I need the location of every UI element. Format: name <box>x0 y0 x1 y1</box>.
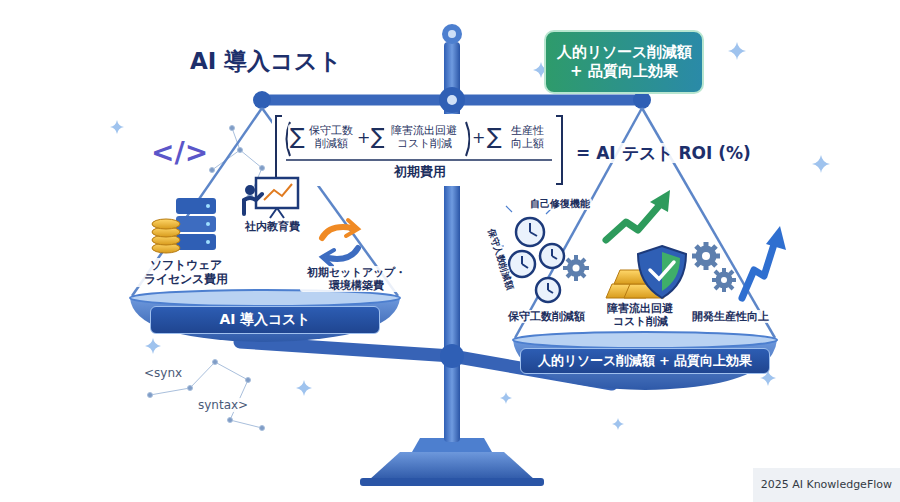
formula-term: 保守工数 削減額 <box>305 124 357 150</box>
code-decoration: syntax> <box>196 398 250 412</box>
summary-badge: 人的リソース削減額 + 品質向上効果 <box>544 30 704 94</box>
feature-label: 自己修復機能 <box>528 198 592 210</box>
formula-denominator: 初期費用 <box>392 164 448 180</box>
footer-credit: 2025 AI KnowledgeFlow <box>753 468 900 502</box>
roi-result: = AI テスト ROI (%) <box>574 143 753 163</box>
cost-item-label: 社内教育費 <box>243 220 302 233</box>
cost-item-label: ソフトウェア ライセンス費用 <box>134 258 238 287</box>
formula-term: 生産性 向上額 <box>505 124 549 150</box>
benefit-item-label: 障害流出回避 コスト削減 <box>595 302 685 328</box>
sum-symbol: ∑ <box>485 124 504 150</box>
cost-item-label: 初期セットアップ・ 環境構築費 <box>300 266 412 292</box>
node-text: 人的リソース削減額 + 品質向上効果 <box>554 43 694 81</box>
benefit-pan-band: 人的リソース削減額 + 品質向上効果 <box>520 348 770 374</box>
node-text: 人的リソース削減額 + 品質向上効果 <box>538 353 753 369</box>
sum-symbol: ∑ <box>288 124 307 150</box>
code-symbol: </> <box>149 136 210 170</box>
benefit-item-label: 保守工数削減額 <box>506 310 587 323</box>
node-text: AI 導入コスト <box>220 311 311 329</box>
cost-pan-band: AI 導入コスト <box>150 306 380 334</box>
node-text: 2025 AI KnowledgeFlow <box>761 478 892 492</box>
diagram-title: AI 導入コスト <box>190 46 342 77</box>
benefit-item-label: 開発生産性向上 <box>690 310 771 323</box>
rotated-label: 保守人数削減額 <box>485 226 516 293</box>
formula-term: 障害流出回避 コスト削減 <box>384 124 464 150</box>
code-decoration: <synx <box>142 366 184 380</box>
